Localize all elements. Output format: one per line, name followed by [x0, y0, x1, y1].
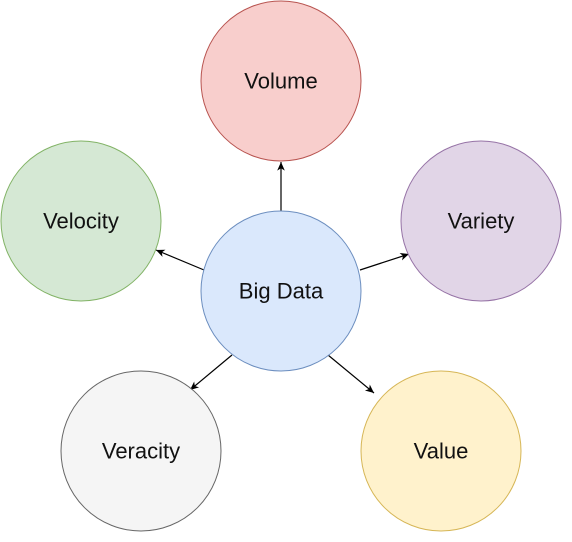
node-value-label: Value	[414, 439, 469, 464]
node-volume: Volume	[200, 0, 362, 162]
edge-center-value	[327, 354, 375, 394]
edge-center-variety	[359, 253, 410, 271]
edge-center-velocity	[155, 249, 205, 271]
node-value-circle	[360, 370, 522, 532]
node-velocity-circle	[0, 140, 162, 302]
node-variety-label: Variety	[448, 209, 515, 234]
node-velocity-label: Velocity	[43, 209, 119, 234]
node-big-data-circle	[200, 210, 362, 372]
node-big-data: Big Data	[200, 210, 362, 372]
node-big-data-label: Big Data	[239, 279, 324, 304]
node-volume-circle	[200, 0, 362, 162]
edges	[155, 162, 410, 394]
node-variety: Variety	[400, 140, 562, 302]
node-veracity-circle	[60, 370, 222, 532]
node-veracity: Veracity	[60, 370, 222, 532]
edge-center-veracity	[189, 354, 233, 391]
node-veracity-label: Veracity	[102, 439, 180, 464]
node-volume-label: Volume	[244, 69, 317, 94]
node-value: Value	[360, 370, 522, 532]
node-variety-circle	[400, 140, 562, 302]
node-velocity: Velocity	[0, 140, 162, 302]
